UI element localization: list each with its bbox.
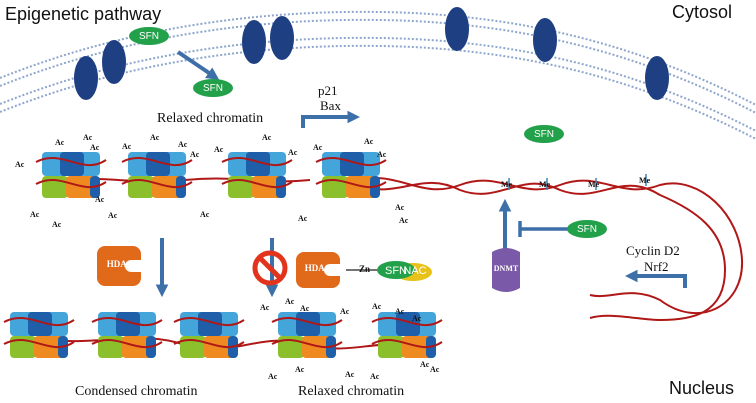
condensed-chromatin-label: Condensed chromatin <box>75 384 198 399</box>
acetyl-label: Ac <box>122 142 132 151</box>
hdac-label-right: HDAC <box>304 263 332 273</box>
acetyl-label: Ac <box>178 140 188 149</box>
zn-label: Zn <box>359 264 371 274</box>
nucleosome <box>371 312 443 358</box>
sfn-label-inhibitor: SFN <box>577 224 597 235</box>
sfn-oval-cytosol <box>193 79 233 97</box>
acetyl-label: Ac <box>95 195 105 204</box>
hdac-shape-right <box>296 252 340 288</box>
acetyl-label: Ac <box>372 302 382 311</box>
nucleosome <box>221 152 293 198</box>
nac-label: NAC <box>403 265 427 277</box>
relaxed-chromatin-top-label: Relaxed chromatin <box>157 111 264 126</box>
gene-target-cyclin-d2: Cyclin D2 <box>626 243 680 258</box>
membrane-protein <box>270 16 294 60</box>
sfn-entry-arrow <box>176 50 220 80</box>
membrane-protein <box>242 20 266 64</box>
membrane-protein <box>445 7 469 51</box>
activation-arrow-cyclin-nrf2 <box>624 269 687 288</box>
acetyl-label: Ac <box>30 210 40 219</box>
acetyl-label: Ac <box>214 145 224 154</box>
acetyl-label: Ac <box>200 210 210 219</box>
nucleosome <box>173 312 245 358</box>
acetyl-label: Ac <box>260 303 270 312</box>
methyl-marks <box>508 174 647 190</box>
sfn-oval-outside <box>129 27 169 45</box>
acetyl-label: Ac <box>345 370 355 379</box>
gene-target-p21: p21 <box>318 83 338 98</box>
acetyl-label: Ac <box>298 214 308 223</box>
acetyl-label: Ac <box>377 150 387 159</box>
acetyl-label: Ac <box>150 133 160 142</box>
acetyl-label: Ac <box>300 304 310 313</box>
acetyl-label: Ac <box>288 148 298 157</box>
acetyl-label: Ac <box>395 203 405 212</box>
methyl-label: Me <box>639 176 651 185</box>
hdac-shape-left <box>97 246 141 286</box>
cell-membrane <box>0 7 756 140</box>
acetyl-label: Ac <box>55 138 65 147</box>
acetyl-label: Ac <box>190 150 200 159</box>
acetyl-label: Ac <box>412 314 422 323</box>
dnmt-label: DNMT <box>493 264 519 273</box>
acetyl-label: Ac <box>430 365 440 374</box>
membrane-protein <box>533 18 557 62</box>
acetyl-label: Ac <box>268 372 278 381</box>
nucleosome <box>315 152 387 198</box>
methyl-label: Me <box>501 180 513 189</box>
sfn-label-complex: SFN <box>385 265 407 277</box>
acetyl-label: Ac <box>285 297 295 306</box>
acetyl-label: Ac <box>399 216 409 225</box>
acetyl-label: Ac <box>108 211 118 220</box>
relaxed-chromatin-bottom-label: Relaxed chromatin <box>298 384 405 399</box>
acetyl-label: Ac <box>364 137 374 146</box>
dnmt-shape <box>492 248 520 292</box>
sfn-label-outside: SFN <box>139 31 159 42</box>
acetyl-label: Ac <box>15 160 25 169</box>
gene-target-bax: Bax <box>320 98 341 113</box>
acetyl-label: Ac <box>262 133 272 142</box>
nucleus-label: Nucleus <box>669 378 735 398</box>
acetyl-label: Ac <box>52 220 62 229</box>
methyl-label: Me <box>588 180 600 189</box>
hdac-label-left: HDAC <box>106 259 134 269</box>
acetyl-label: Ac <box>90 143 100 152</box>
page-title: Epigenetic pathway <box>5 4 162 24</box>
sfn-oval-inhibitor <box>567 220 607 238</box>
nucleosome <box>121 152 193 198</box>
acetyl-label: Ac <box>420 360 430 369</box>
membrane-protein <box>74 56 98 100</box>
acetyl-label: Ac <box>295 365 305 374</box>
methyl-label: Me <box>539 180 551 189</box>
acetyl-label: Ac <box>395 307 405 316</box>
membrane-protein <box>102 40 126 84</box>
activation-arrow-p21-bax <box>301 110 361 128</box>
membrane-protein <box>645 56 669 100</box>
acetyl-label: Ac <box>83 133 93 142</box>
inhibition-sign <box>252 250 288 286</box>
nucleosome <box>91 312 163 358</box>
nucleosome <box>271 312 343 358</box>
nucleosome <box>3 312 75 358</box>
cytosol-label: Cytosol <box>672 2 733 22</box>
sfn-label-nucleus: SFN <box>534 129 554 140</box>
nucleosome <box>35 152 107 198</box>
acetyl-label: Ac <box>370 372 380 381</box>
acetyl-label: Ac <box>313 143 323 152</box>
acetyl-label: Ac <box>340 307 350 316</box>
gene-target-nrf2: Nrf2 <box>644 259 669 274</box>
sfn-oval-nucleus <box>524 125 564 143</box>
sfn-oval-complex <box>377 261 415 279</box>
sfn-label-cytosol: SFN <box>203 83 223 94</box>
